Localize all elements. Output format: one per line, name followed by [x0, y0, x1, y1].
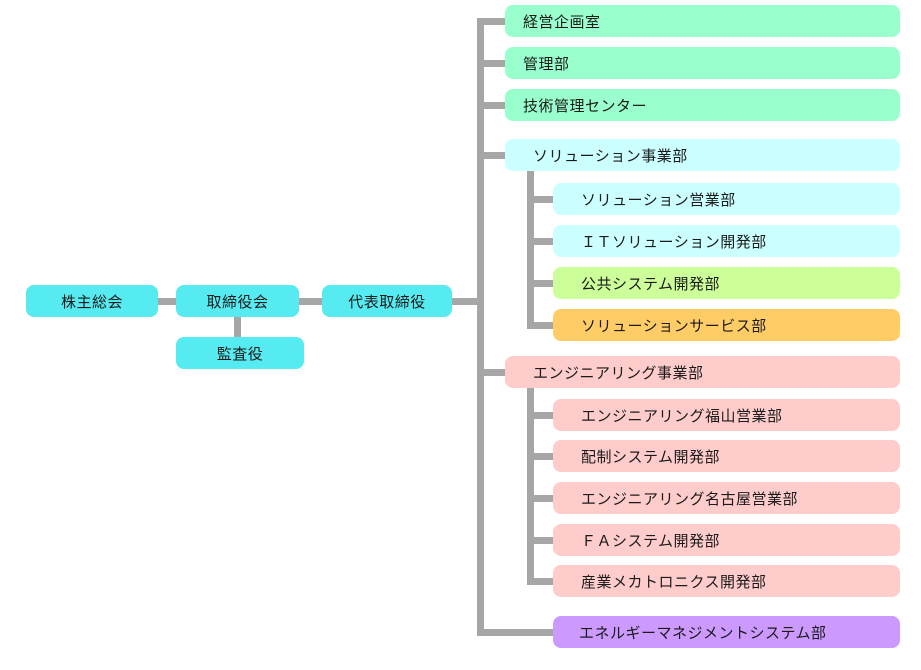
org-node-corporate-planning-office: 経営企画室	[505, 5, 900, 37]
connector-board-auditor	[234, 317, 241, 337]
org-node-board-of-directors: 取締役会	[176, 285, 299, 317]
connector-stub-it-solution	[527, 238, 553, 245]
connector-stub-fa-system	[527, 537, 553, 544]
org-node-technical-management-center: 技術管理センター	[505, 89, 900, 121]
connector-stub-fukuyama	[527, 412, 553, 419]
connector-stub-haisei	[527, 453, 553, 460]
org-node-auditor: 監査役	[176, 337, 304, 369]
org-node-haisei-system-development-dept: 配制システム開発部	[553, 440, 900, 472]
connector-stub-nagoya	[527, 495, 553, 502]
connector-main-trunk	[477, 18, 484, 636]
connector-stub-technical-management	[484, 102, 505, 109]
connector-stub-corporate-planning	[484, 18, 505, 25]
org-node-engineering-nagoya-sales-dept: エンジニアリング名古屋営業部	[553, 482, 900, 514]
connector-shareholders-board	[158, 298, 176, 305]
connector-stub-public-system	[527, 280, 553, 287]
org-node-shareholders-meeting: 株主総会	[26, 285, 158, 317]
org-node-fa-system-development-dept: ＦＡシステム開発部	[553, 524, 900, 556]
org-node-engineering-division: エンジニアリング事業部	[505, 356, 900, 388]
org-node-engineering-fukuyama-sales-dept: エンジニアリング福山営業部	[553, 399, 900, 431]
connector-stub-mechatronics	[527, 578, 553, 585]
connector-solution-subtrunk	[527, 171, 534, 329]
connector-engineering-subtrunk	[527, 388, 534, 585]
connector-board-representative	[299, 298, 322, 305]
connector-stub-engineering-division	[484, 369, 505, 376]
connector-stub-solution-sales	[527, 196, 553, 203]
org-node-administration-dept: 管理部	[505, 47, 900, 79]
org-node-industrial-mechatronics-development-dept: 産業メカトロニクス開発部	[553, 565, 900, 597]
org-node-solution-division: ソリューション事業部	[505, 139, 900, 171]
org-node-it-solution-development-dept: ＩＴソリューション開発部	[553, 225, 900, 257]
connector-representative-trunk	[452, 298, 484, 305]
org-node-public-system-development-dept: 公共システム開発部	[553, 267, 900, 299]
org-node-energy-management-system-dept: エネルギーマネジメントシステム部	[553, 616, 900, 648]
org-node-solution-sales-dept: ソリューション営業部	[553, 183, 900, 215]
connector-stub-solution-division	[484, 152, 505, 159]
connector-stub-administration	[484, 60, 505, 67]
connector-stub-solution-service	[527, 322, 553, 329]
org-node-solution-service-dept: ソリューションサービス部	[553, 309, 900, 341]
connector-stub-energy-management	[484, 629, 553, 636]
org-node-representative-director: 代表取締役	[322, 285, 452, 317]
